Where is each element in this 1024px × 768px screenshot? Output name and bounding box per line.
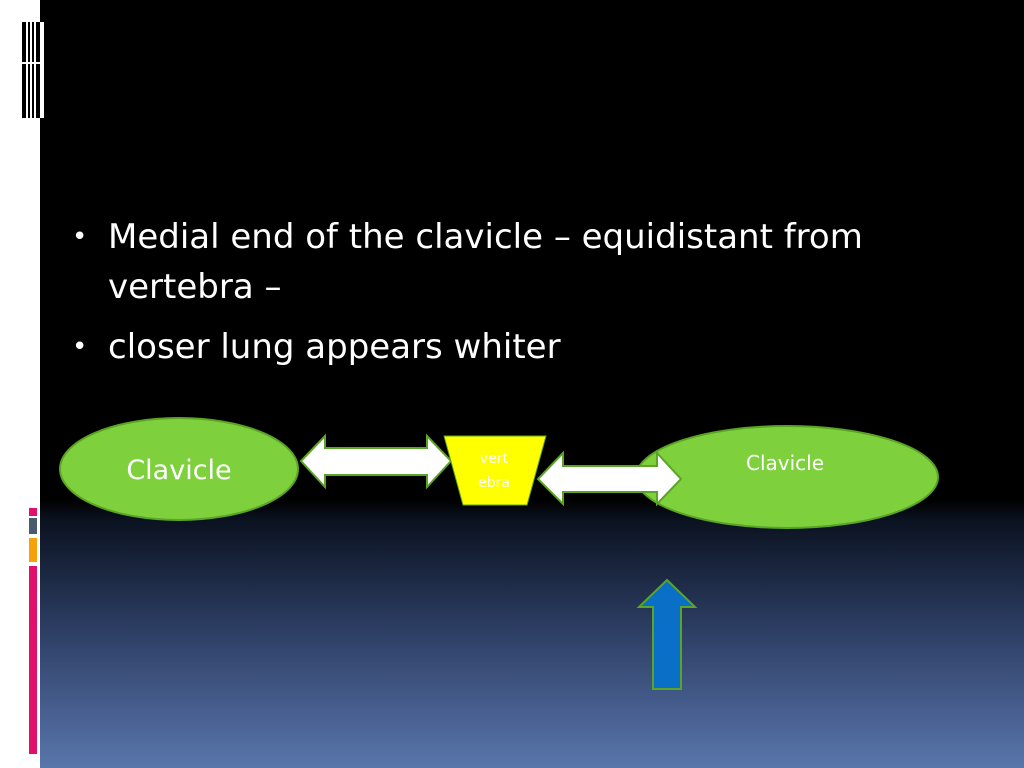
- vertebra-label-line1: vert: [480, 451, 509, 467]
- left-double-arrow-icon: [299, 433, 453, 490]
- bullet-item: • Medial end of the clavicle – equidista…: [70, 212, 930, 312]
- bullet-dot-icon: •: [72, 222, 88, 252]
- left-clavicle-label: Clavicle: [126, 455, 231, 486]
- window-logo-icon: [22, 22, 44, 118]
- bullet-item: • closer lung appears whiter: [70, 322, 930, 372]
- up-arrow-icon: [636, 578, 698, 690]
- right-clavicle-label: Clavicle: [746, 451, 824, 475]
- bullet-text: Medial end of the clavicle – equidistant…: [108, 217, 863, 307]
- accent-bar-orange: [29, 538, 37, 562]
- left-clavicle-shape: [59, 417, 299, 521]
- bullet-dot-icon: •: [72, 332, 88, 362]
- accent-bar-gray: [29, 518, 37, 534]
- vertebra-label-line2: ebra: [478, 475, 510, 491]
- bullet-list: • Medial end of the clavicle – equidista…: [70, 212, 930, 382]
- right-double-arrow-icon: [536, 450, 683, 507]
- right-clavicle-shape: [635, 425, 939, 529]
- accent-bar-pink: [29, 566, 37, 754]
- vertebra-shape: [443, 435, 547, 506]
- accent-bar-pink-top: [29, 508, 37, 516]
- bullet-text: closer lung appears whiter: [108, 327, 561, 367]
